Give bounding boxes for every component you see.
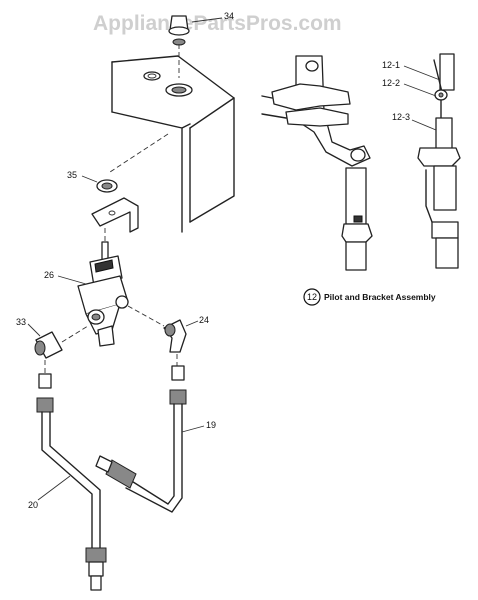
leader-12-1 [403,65,441,81]
part-33-fitting[interactable] [34,331,63,359]
cabinet-housing [111,55,235,233]
assembly-caption-text: Pilot and Bracket Assembly [324,292,436,302]
leader-24 [185,320,199,327]
callout-19: 19 [206,420,216,430]
leader-20 [37,475,71,501]
pilot-bracket-assembly[interactable] [261,55,373,271]
part-20-tube[interactable] [36,373,107,591]
leader-35 [81,175,98,183]
callout-20: 20 [28,500,38,510]
part-19-tube[interactable] [95,365,187,513]
part-34-knob[interactable] [168,15,190,46]
leader-24-dash [127,305,165,327]
callout-24: 24 [199,315,209,325]
callout-12-3: 12-3 [392,112,410,122]
callout-12-1: 12-1 [382,60,400,70]
thermocouple-column[interactable] [417,53,461,269]
leader-33-dash [61,325,89,343]
leader-33 [27,323,41,337]
callout-26: 26 [44,270,54,280]
callout-12-2: 12-2 [382,78,400,88]
callout-35: 35 [67,170,77,180]
leader-34 [191,17,223,23]
callout-34: 34 [224,11,234,21]
leader-26 [57,275,87,285]
assembly-number: 12 [307,292,317,302]
leader-12-2 [403,83,437,97]
part-26-gas-valve[interactable] [77,241,129,347]
leader-housing-dash [109,133,169,173]
part-24-elbow[interactable] [163,319,187,353]
watermark-text: AppliancePartsPros.com [93,12,342,35]
part-35-grommet[interactable] [96,179,118,193]
assembly-caption: 12 Pilot and Bracket Assembly [303,288,436,306]
leader-19 [181,425,205,433]
leader-12-3 [411,119,437,131]
mounting-bracket[interactable] [91,197,139,233]
callout-33: 33 [16,317,26,327]
assembly-number-circle [303,288,321,306]
